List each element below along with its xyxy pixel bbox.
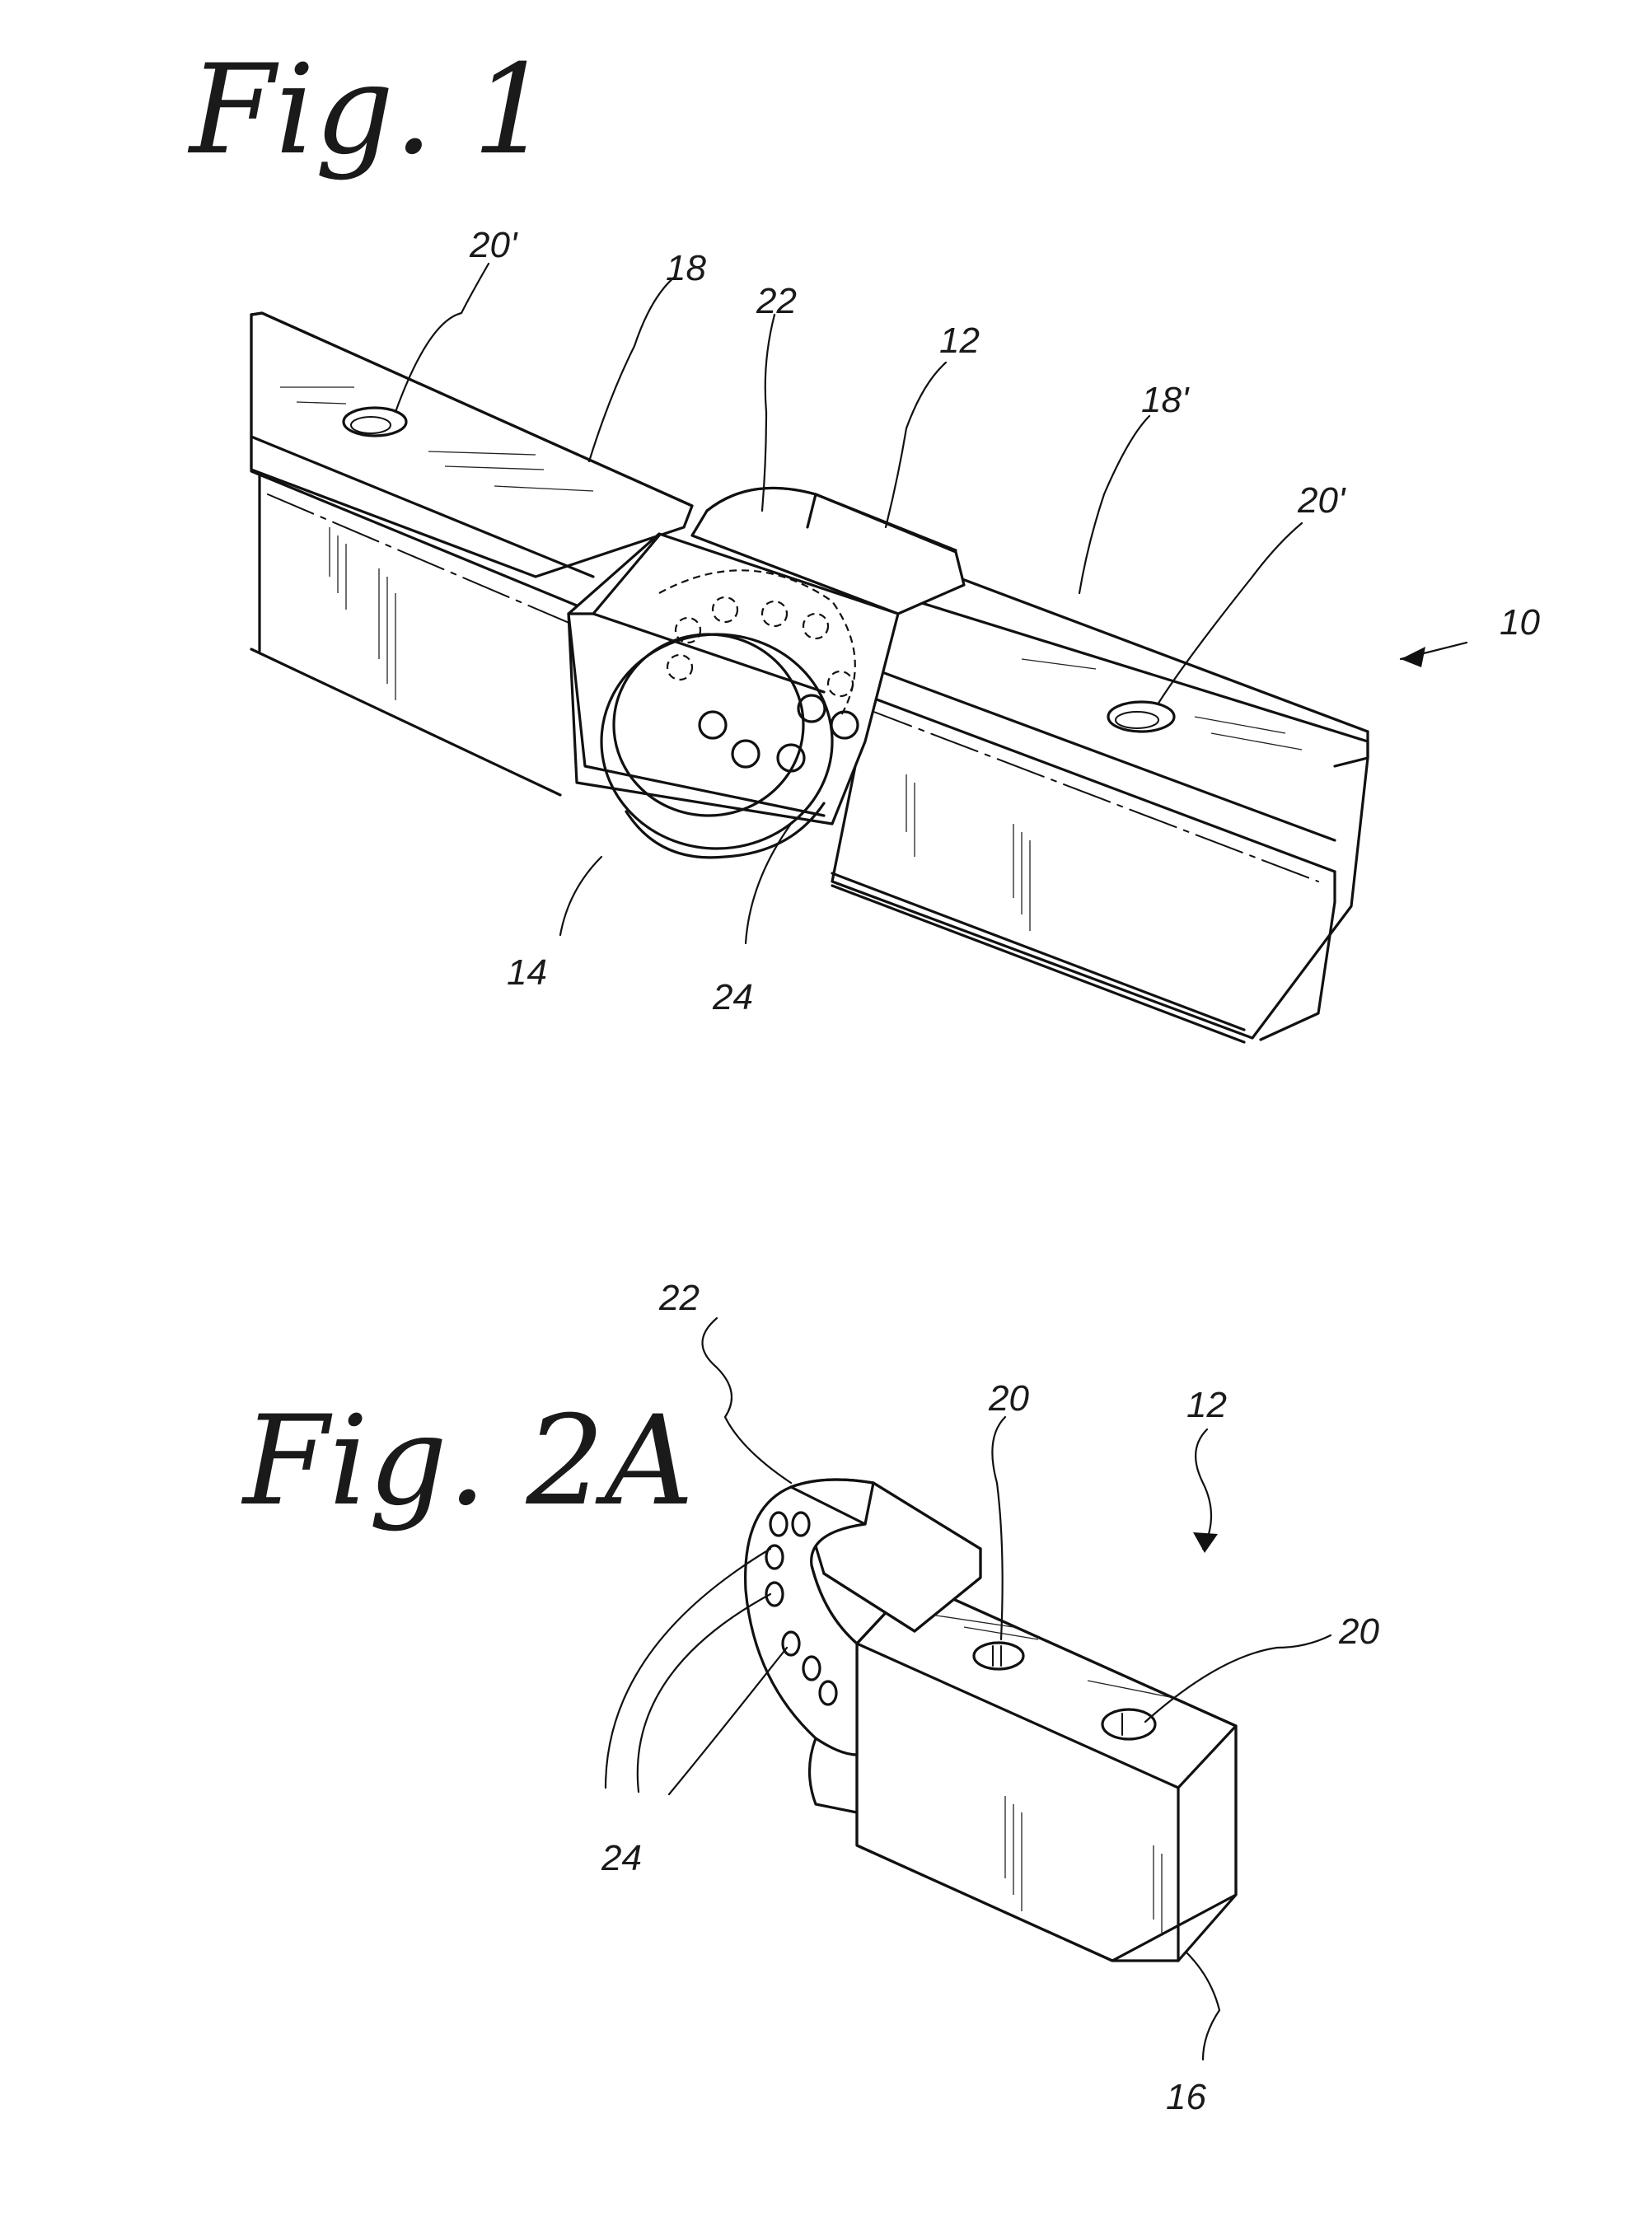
label-20-prime-left: 20' (469, 225, 518, 265)
figure-2a-title: Fig. 2A (241, 1390, 694, 1533)
rail-18-prime (832, 577, 1368, 1042)
label-20-end: 20 (1338, 1611, 1379, 1652)
label-16: 16 (1166, 2077, 1206, 2117)
figure-2a: Fig. 2A (241, 1278, 1379, 2117)
arrow-12-head (1193, 1532, 1218, 1553)
label-14: 14 (507, 952, 547, 993)
label-18: 18 (666, 248, 706, 288)
label-20-top: 20 (988, 1378, 1029, 1419)
figure-1: Fig. 1 (187, 39, 1540, 1042)
label-18-prime: 18' (1141, 380, 1190, 420)
label-20-prime-right: 20' (1297, 480, 1346, 521)
label-12-fig2a: 12 (1186, 1385, 1227, 1425)
ring-22-fig2a (746, 1487, 865, 1755)
figure-1-title: Fig. 1 (187, 39, 551, 182)
label-22: 22 (756, 281, 797, 321)
arrow-10-head (1401, 647, 1425, 667)
label-22-fig2a: 22 (658, 1278, 700, 1318)
label-10: 10 (1500, 602, 1540, 643)
label-12: 12 (939, 320, 980, 361)
label-24-fig2a: 24 (601, 1838, 642, 1878)
label-24: 24 (712, 977, 753, 1017)
connector-body-16 (857, 1582, 1236, 1961)
